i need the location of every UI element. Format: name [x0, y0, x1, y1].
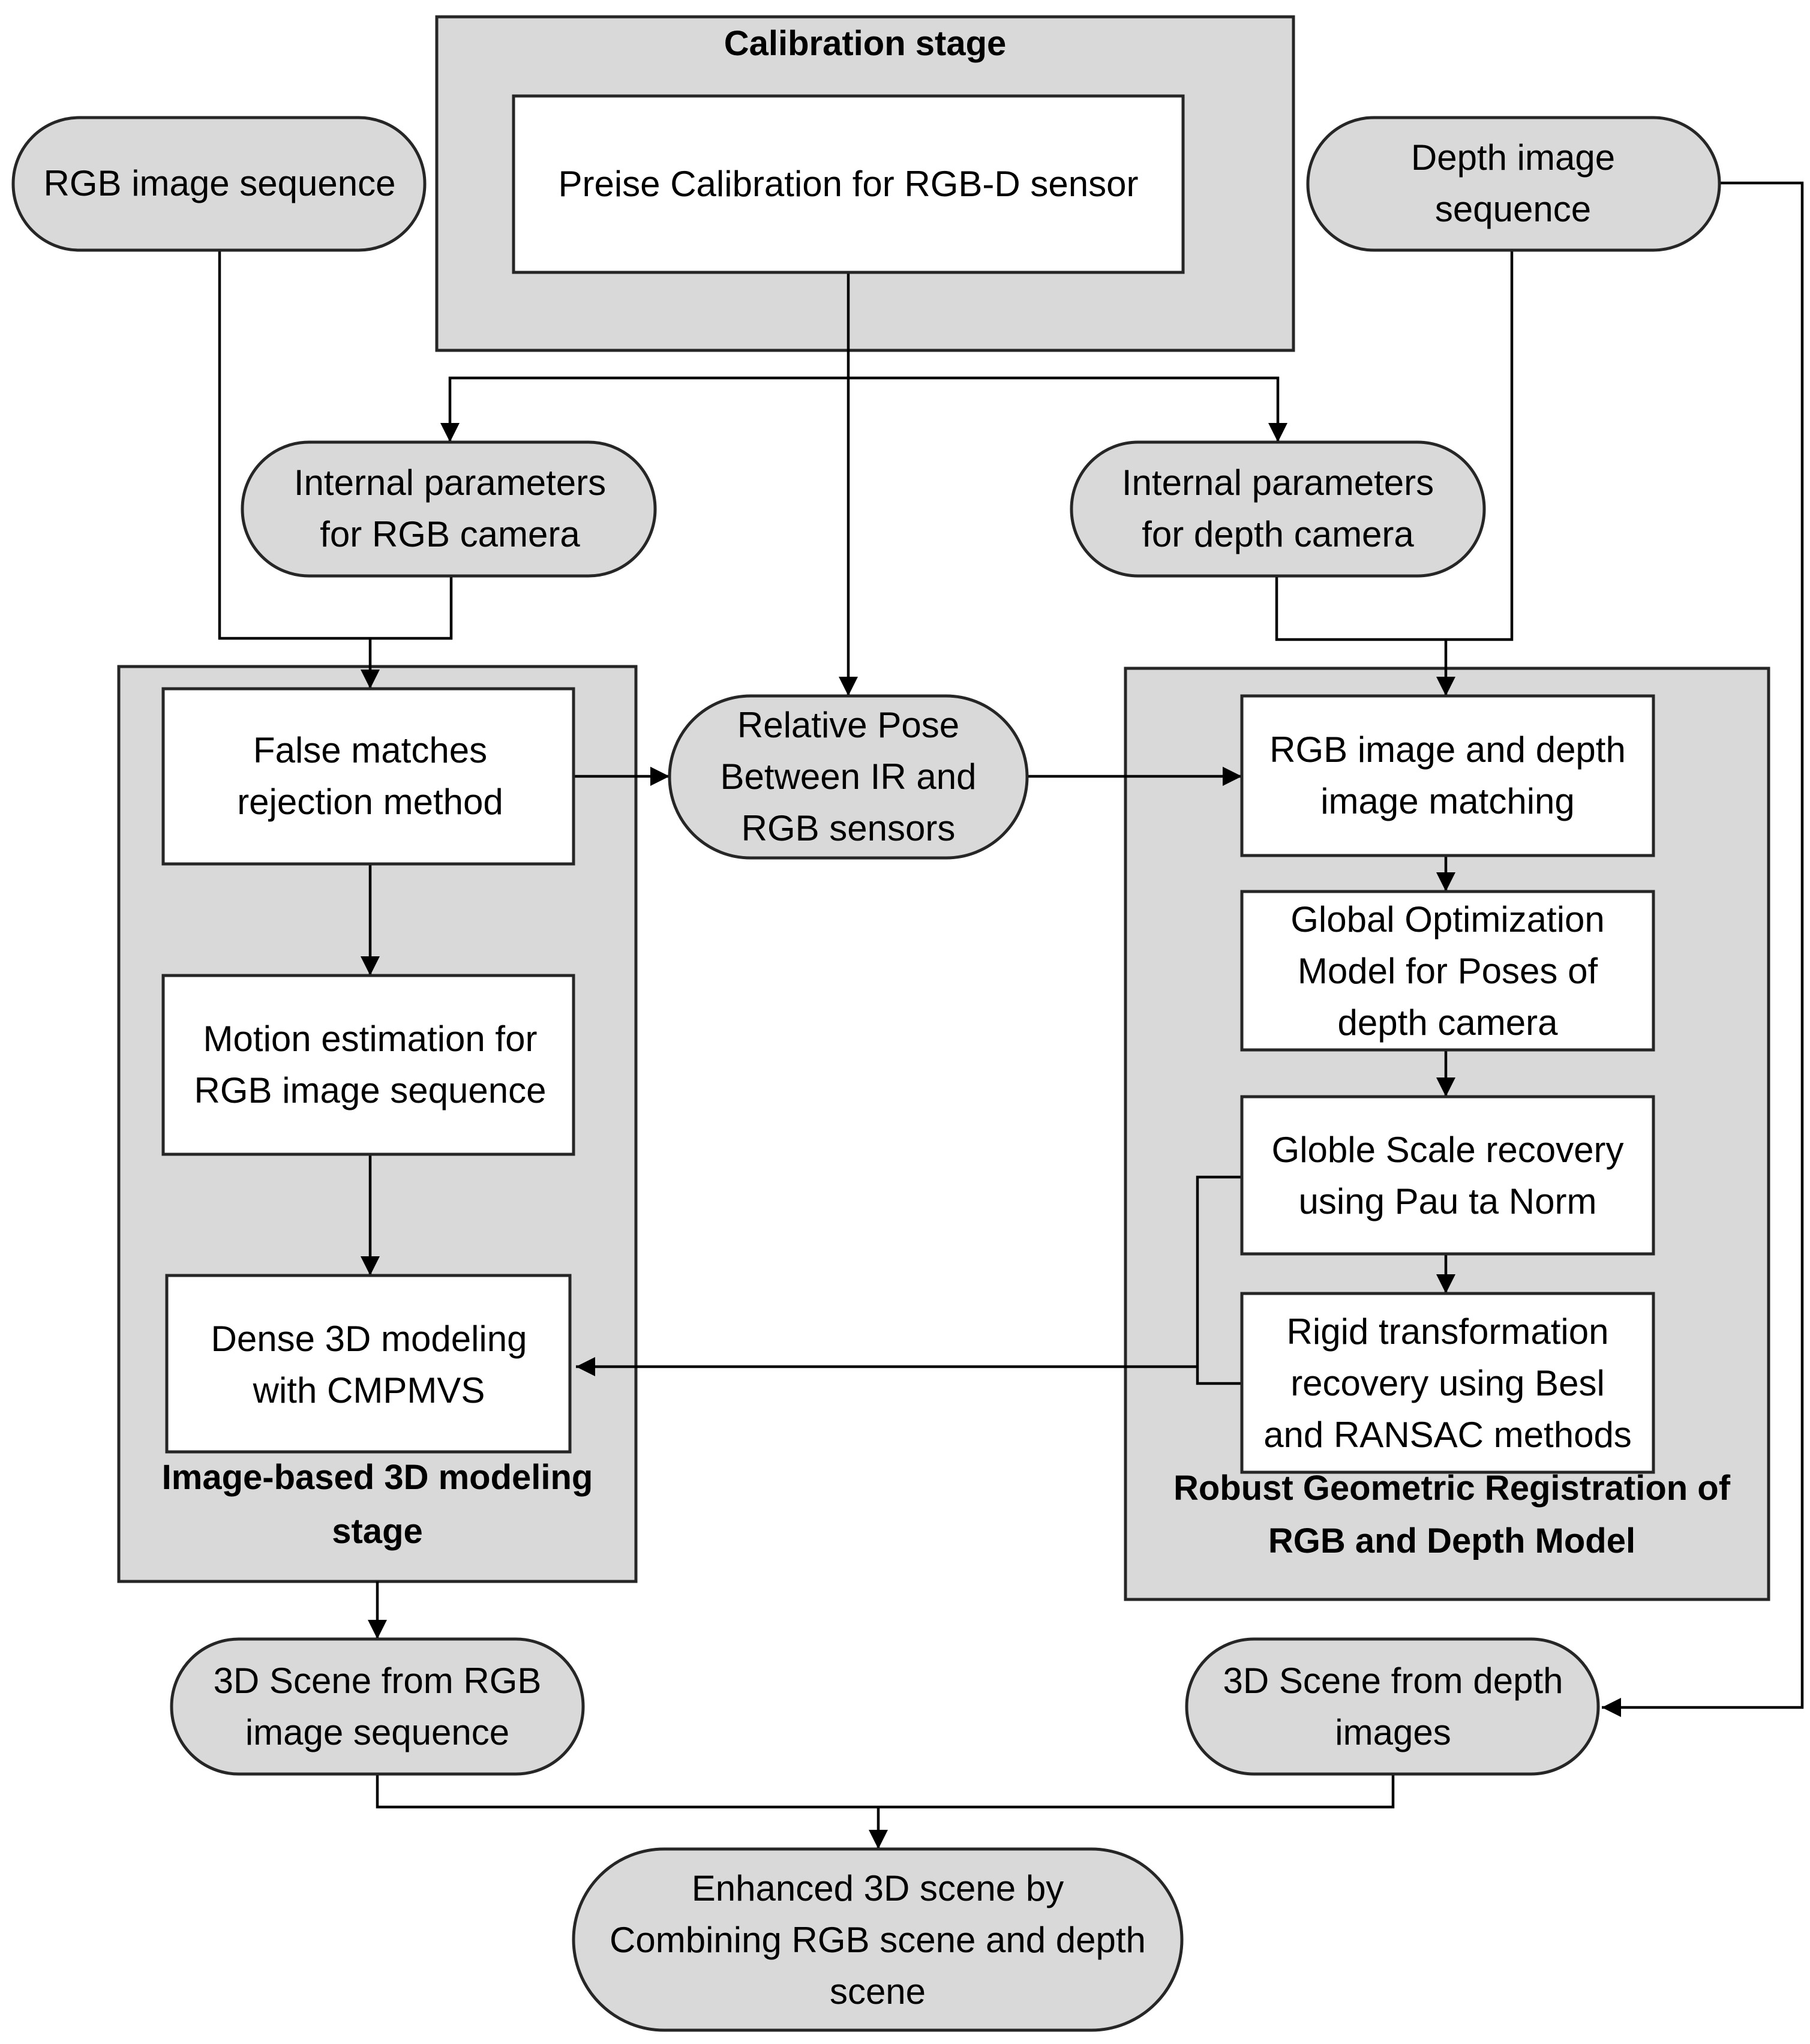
calibration-stage-title: Calibration stage	[724, 24, 1007, 63]
enhanced-scene-node: Enhanced 3D scene by Combining RGB scene …	[572, 1847, 1184, 2032]
text-line: scene	[830, 1971, 926, 2012]
text-line: RGB image and depth	[1269, 730, 1626, 770]
text-line: for RGB camera	[320, 514, 580, 554]
text-line: images	[1335, 1712, 1451, 1752]
scale-recovery-label: Globle Scale recovery using Pau ta Norm	[1272, 1130, 1624, 1221]
text-line: for depth camera	[1142, 514, 1414, 554]
text-line: Robust Geometric Registration of	[1173, 1469, 1731, 1508]
connector-calib-to-internal-depth	[847, 376, 1287, 442]
scene-depth-label: 3D Scene from depth images	[1223, 1661, 1563, 1752]
enhanced-scene-label: Enhanced 3D scene by Combining RGB scene …	[610, 1868, 1146, 2012]
precise-calibration-label: Preise Calibration for RGB-D sensor	[558, 164, 1138, 204]
text-line: Motion estimation for	[203, 1019, 538, 1059]
connector-calib-to-internal-rgb	[440, 376, 847, 442]
text-line: and RANSAC methods	[1263, 1415, 1632, 1455]
connector-rgb-sequence	[218, 250, 453, 640]
text-line: Calibration stage	[724, 24, 1007, 63]
scene-depth-node: 3D Scene from depth images	[1185, 1637, 1600, 1776]
depth-image-sequence-node: Depth image sequence	[1306, 116, 1721, 252]
text-line: RGB sensors	[742, 808, 956, 848]
text-line: Global Optimization	[1290, 899, 1605, 940]
connector-depth-sequence-to-scene-depth	[1602, 181, 1804, 1717]
connector-scene-rgb-to-enhanced	[376, 1774, 878, 1809]
text-line: depth camera	[1338, 1003, 1559, 1043]
text-line: using Pau ta Norm	[1299, 1181, 1597, 1221]
dense-modeling-label: Dense 3D modeling with CMPMVS	[211, 1319, 527, 1410]
text-line: RGB image sequence	[194, 1070, 547, 1110]
text-line: Model for Poses of	[1298, 951, 1598, 991]
false-matches-node: False matches rejection method	[161, 687, 575, 866]
scale-recovery-node: Globle Scale recovery using Pau ta Norm	[1240, 1095, 1655, 1256]
text-line: recovery using Besl	[1290, 1363, 1605, 1403]
text-line: Preise Calibration for RGB-D sensor	[558, 164, 1138, 204]
internal-params-depth-node: Internal parameters for depth camera	[1070, 440, 1486, 578]
text-line: False matches	[253, 730, 487, 770]
text-line: image sequence	[245, 1712, 509, 1752]
text-line: Internal parameters	[1122, 463, 1434, 503]
connector-scene-depth-to-enhanced	[878, 1774, 1395, 1809]
internal-params-rgb-label: Internal parameters for RGB camera	[294, 463, 606, 554]
depth-image-sequence-label: Depth image sequence	[1411, 137, 1615, 229]
text-line: image matching	[1320, 781, 1575, 821]
text-line: Depth image	[1411, 137, 1615, 178]
registration-stage-title: Robust Geometric Registration of RGB and …	[1173, 1469, 1731, 1560]
text-line: RGB image sequence	[44, 163, 396, 203]
internal-params-rgb-node: Internal parameters for RGB camera	[241, 440, 657, 578]
text-line: 3D Scene from depth	[1223, 1661, 1563, 1701]
text-line: Internal parameters	[294, 463, 606, 503]
connector-depth-sequence	[1275, 250, 1514, 641]
text-line: Globle Scale recovery	[1272, 1130, 1624, 1170]
false-matches-label: False matches rejection method	[237, 730, 503, 822]
rgb-image-sequence-label: RGB image sequence	[44, 163, 396, 203]
scene-rgb-label: 3D Scene from RGB image sequence	[214, 1661, 542, 1752]
rgb-depth-matching-label: RGB image and depth image matching	[1269, 730, 1626, 821]
text-line: Combining RGB scene and depth	[610, 1920, 1146, 1960]
text-line: Relative Pose	[737, 705, 959, 745]
text-line: sequence	[1435, 189, 1591, 229]
image-based-modeling-title: Image-based 3D modeling stage	[162, 1458, 593, 1551]
text-line: RGB and Depth Model	[1268, 1521, 1635, 1560]
text-line: Rigid transformation	[1287, 1311, 1609, 1352]
text-line: with CMPMVS	[253, 1370, 485, 1410]
connectors	[218, 181, 1804, 1849]
text-line: stage	[332, 1512, 423, 1551]
dense-modeling-node: Dense 3D modeling with CMPMVS	[165, 1274, 572, 1454]
internal-params-depth-label: Internal parameters for depth camera	[1122, 463, 1434, 554]
scene-rgb-node: 3D Scene from RGB image sequence	[170, 1637, 585, 1776]
text-line: rejection method	[237, 782, 503, 822]
connector-bracket	[1196, 1175, 1242, 1385]
rgb-image-sequence-node: RGB image sequence	[11, 116, 427, 252]
precise-calibration-node: Preise Calibration for RGB-D sensor	[512, 94, 1185, 274]
text-line: Image-based 3D modeling	[162, 1458, 593, 1497]
text-line: Enhanced 3D scene by	[692, 1868, 1064, 1908]
text-line: Dense 3D modeling	[211, 1319, 527, 1359]
text-line: Between IR and	[721, 757, 977, 797]
rgb-depth-matching-node: RGB image and depth image matching	[1240, 694, 1655, 857]
rigid-transformation-label: Rigid transformation recovery using Besl a…	[1263, 1311, 1632, 1455]
rigid-transformation-node: Rigid transformation recovery using Besl a…	[1240, 1292, 1655, 1474]
text-line: 3D Scene from RGB	[214, 1661, 542, 1701]
